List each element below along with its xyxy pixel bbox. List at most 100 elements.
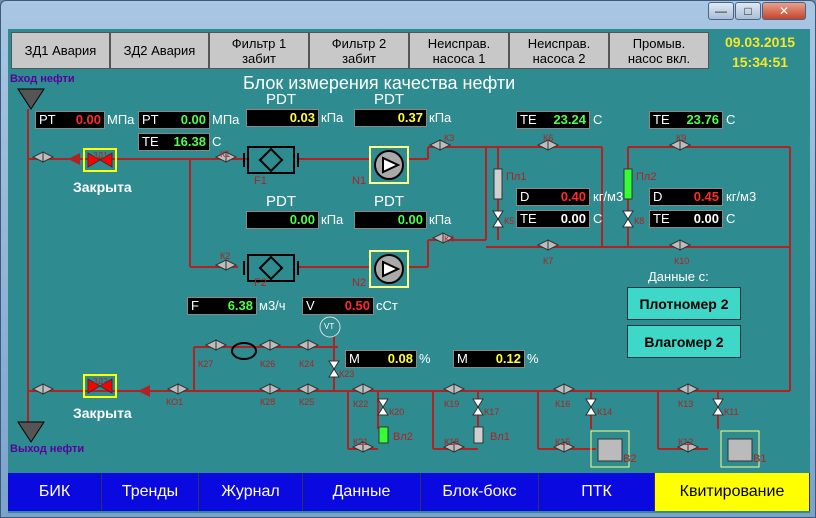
pdt1-unit: кПа bbox=[321, 110, 344, 125]
f1-label: F1 bbox=[254, 175, 267, 187]
te3-gauge: TE 23.76 bbox=[649, 111, 723, 129]
nav-data[interactable]: Данные bbox=[303, 473, 421, 511]
k11-label: К11 bbox=[724, 407, 739, 417]
datetime: 09.03.2015 15:34:51 bbox=[711, 32, 809, 72]
pdt2-value: 0.37 bbox=[354, 109, 427, 127]
n1-label: N1 bbox=[352, 175, 367, 187]
d1-value: 0.40 bbox=[560, 189, 586, 204]
te2-unit: С bbox=[593, 112, 603, 127]
te4-tag: TE bbox=[520, 211, 537, 226]
date: 09.03.2015 bbox=[724, 34, 796, 50]
k26-label: К26 bbox=[260, 359, 276, 369]
te2-tag: TE bbox=[520, 112, 537, 127]
d2-unit: кг/м3 bbox=[726, 189, 757, 204]
m1-tag: M bbox=[349, 351, 360, 366]
te1-tag: TE bbox=[142, 134, 159, 149]
pdt3-label: PDT bbox=[266, 193, 296, 210]
pdt4-unit: кПа bbox=[429, 212, 452, 227]
k5-label: К5 bbox=[504, 216, 515, 226]
alarm-filter2: Фильтр 2 забит bbox=[309, 32, 409, 69]
minimize-button[interactable]: — bbox=[708, 2, 734, 20]
te3-value: 23.76 bbox=[686, 112, 719, 127]
v2-label: В2 bbox=[623, 453, 637, 465]
k19-label: К19 bbox=[444, 399, 460, 409]
vl1-label: Вл1 bbox=[490, 431, 510, 443]
nav-ptk[interactable]: ПТК bbox=[539, 473, 655, 511]
pl2-label: Пл2 bbox=[636, 171, 657, 183]
pdt2-unit: кПа bbox=[429, 110, 452, 125]
k27-label: К27 bbox=[198, 359, 214, 369]
k6-label: К6 bbox=[543, 133, 554, 143]
k28-label: К28 bbox=[260, 397, 276, 407]
close-button[interactable]: ✕ bbox=[762, 2, 806, 20]
n2-label: N2 bbox=[352, 277, 367, 289]
densitometer-2-button[interactable]: Плотномер 2 bbox=[627, 287, 741, 320]
k24-label: К24 bbox=[299, 359, 315, 369]
d1-unit: кг/м3 bbox=[593, 189, 624, 204]
k7-label: К7 bbox=[543, 256, 554, 266]
nav-block-box[interactable]: Блок-бокс bbox=[421, 473, 539, 511]
te4-value: 0.00 bbox=[560, 211, 586, 226]
pt2-unit: МПа bbox=[212, 112, 240, 127]
te5-value: 0.00 bbox=[693, 211, 719, 226]
m1-unit: % bbox=[419, 351, 431, 366]
k15-label: К15 bbox=[555, 437, 571, 447]
maximize-button[interactable]: □ bbox=[735, 2, 761, 20]
alarm-wash-pump: Промыв. насос вкл. bbox=[609, 32, 709, 69]
moisture-meter-2-button[interactable]: Влагомер 2 bbox=[627, 325, 741, 358]
f2-label: F2 bbox=[254, 277, 267, 289]
vl2-label: Вл2 bbox=[393, 431, 413, 443]
nav-bik[interactable]: БИК bbox=[8, 473, 102, 511]
k21-label: К21 bbox=[353, 437, 369, 447]
te5-tag: TE bbox=[653, 211, 670, 226]
page-title: Блок измерения качества нефти bbox=[243, 73, 516, 93]
time: 15:34:51 bbox=[731, 54, 789, 70]
zd2-status: Закрыта bbox=[73, 405, 132, 421]
acknowledge-button[interactable]: Квитирование bbox=[655, 473, 810, 511]
k2-label: К2 bbox=[220, 251, 231, 261]
title-bar: — □ ✕ bbox=[1, 1, 815, 27]
pt1-value: 0.00 bbox=[75, 112, 101, 127]
pdt1-label: PDT bbox=[266, 91, 296, 108]
v-gauge: V 0.50 bbox=[302, 297, 374, 315]
data-from-label: Данные с: bbox=[648, 269, 709, 284]
k10-label: К10 bbox=[674, 256, 690, 266]
zd2-label: ЗД2 bbox=[93, 377, 108, 386]
v-tag: V bbox=[306, 298, 315, 313]
v-value: 0.50 bbox=[344, 298, 370, 313]
te3-unit: С bbox=[726, 112, 736, 127]
k20-label: К20 bbox=[389, 407, 405, 417]
bottom-nav: БИК Тренды Журнал Данные Блок-бокс ПТК К… bbox=[8, 471, 810, 513]
nav-journal[interactable]: Журнал bbox=[199, 473, 303, 511]
te4-unit: С bbox=[593, 211, 603, 226]
te4-gauge: TE 0.00 bbox=[516, 210, 590, 228]
inlet-label: Вход нефти bbox=[10, 73, 75, 85]
vt-label: VT bbox=[324, 322, 335, 331]
te1-unit: С bbox=[212, 134, 222, 149]
scada-panel: ЗД1 Авария ЗД2 Авария Фильтр 1 забит Фил… bbox=[8, 29, 810, 513]
k25-label: К25 bbox=[299, 397, 315, 407]
te3-tag: TE bbox=[653, 112, 670, 127]
pdt2-label: PDT bbox=[374, 91, 404, 108]
k12-label: К12 bbox=[678, 437, 694, 447]
f-unit: м3/ч bbox=[259, 298, 286, 313]
alarm-zd2: ЗД2 Авария bbox=[110, 32, 209, 69]
k1-label: К1 bbox=[220, 149, 231, 159]
k17-label: К17 bbox=[484, 407, 500, 417]
pt1-unit: МПа bbox=[107, 112, 135, 127]
zd1-label: ЗД1 bbox=[93, 151, 108, 160]
m2-unit: % bbox=[527, 351, 539, 366]
zd1-status: Закрыта bbox=[73, 179, 132, 195]
alarm-zd1: ЗД1 Авария bbox=[11, 32, 110, 69]
pt2-tag: PT bbox=[142, 112, 159, 127]
piping-diagram bbox=[17, 88, 791, 468]
te2-value: 23.24 bbox=[553, 112, 586, 127]
nav-trends[interactable]: Тренды bbox=[102, 473, 199, 511]
